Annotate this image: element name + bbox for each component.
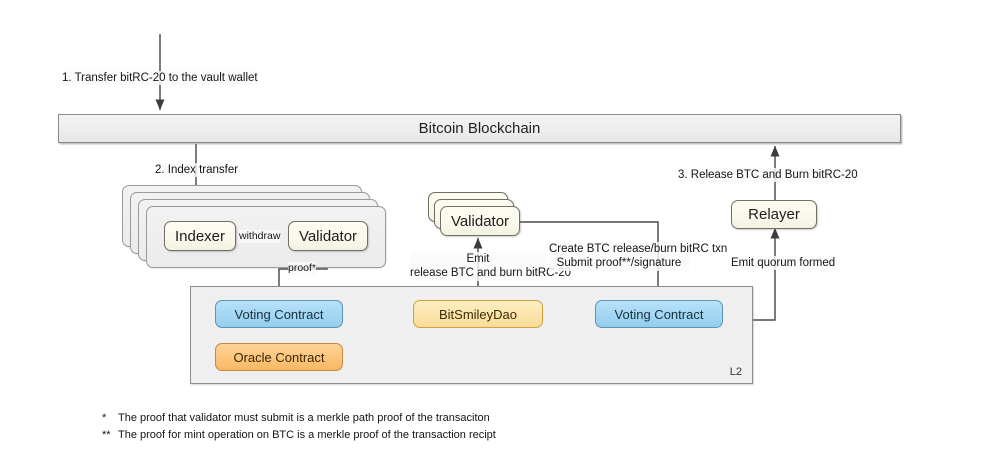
withdraw-edge-label: withdraw bbox=[239, 230, 281, 244]
relayer-label: Relayer bbox=[748, 206, 800, 223]
voting-contract-right[interactable]: Voting Contract bbox=[595, 300, 723, 328]
validator-left-label: Validator bbox=[298, 227, 358, 245]
oracle-contract[interactable]: Oracle Contract bbox=[215, 343, 343, 371]
create-btc-txn-line2: Submit proof**/signature bbox=[556, 257, 682, 270]
voting-contract-right-label: Voting Contract bbox=[614, 306, 704, 322]
bitsmileydao[interactable]: BitSmileyDao bbox=[413, 300, 543, 328]
bitcoin-blockchain-label: Bitcoin Blockchain bbox=[418, 120, 541, 137]
bitcoin-blockchain-bar: Bitcoin Blockchain bbox=[58, 114, 901, 143]
step-1-label: 1. Transfer bitRC-20 to the vault wallet bbox=[62, 71, 258, 86]
footnote-mark: * bbox=[102, 412, 107, 424]
proof-edge-label: proof* bbox=[288, 262, 317, 276]
step-2-label: 2. Index transfer bbox=[155, 163, 239, 178]
validator-node-left[interactable]: Validator bbox=[288, 221, 368, 251]
emit-release-burn-line1: Emit bbox=[466, 253, 490, 265]
validator-mid-label: Validator bbox=[450, 212, 510, 230]
indexer-node[interactable]: Indexer bbox=[164, 221, 236, 251]
relayer-node[interactable]: Relayer bbox=[731, 200, 817, 229]
l2-label: L2 bbox=[729, 366, 742, 378]
validator-node-mid[interactable]: Validator bbox=[440, 206, 520, 236]
voting-contract-left[interactable]: Voting Contract bbox=[215, 300, 343, 328]
step-3-label: 3. Release BTC and Burn bitRC-20 bbox=[678, 168, 858, 183]
create-btc-txn-label: Create BTC release/burn bitRC txn Submit… bbox=[549, 242, 728, 271]
footnote-text: The proof for mint operation on BTC is a… bbox=[118, 429, 496, 442]
oracle-contract-label: Oracle Contract bbox=[233, 349, 325, 365]
footnote-row: ** The proof for mint operation on BTC i… bbox=[102, 427, 496, 444]
footnotes: * The proof that validator must submit i… bbox=[102, 410, 496, 444]
create-btc-txn-line1: Create BTC release/burn bitRC txn bbox=[549, 243, 728, 255]
footnote-row: * The proof that validator must submit i… bbox=[102, 410, 496, 427]
bitsmileydao-label: BitSmileyDao bbox=[438, 306, 518, 322]
footnote-mark: ** bbox=[102, 429, 111, 442]
indexer-label: Indexer bbox=[174, 227, 226, 245]
emit-quorum-formed-label: Emit quorum formed bbox=[731, 256, 836, 271]
emit-release-burn-label: Emit release BTC and burn bitRC-20 bbox=[410, 252, 572, 281]
footnote-text: The proof that validator must submit is … bbox=[118, 412, 490, 424]
voting-contract-left-label: Voting Contract bbox=[234, 306, 324, 322]
emit-release-burn-line2: release BTC and burn bitRC-20 bbox=[410, 267, 572, 280]
